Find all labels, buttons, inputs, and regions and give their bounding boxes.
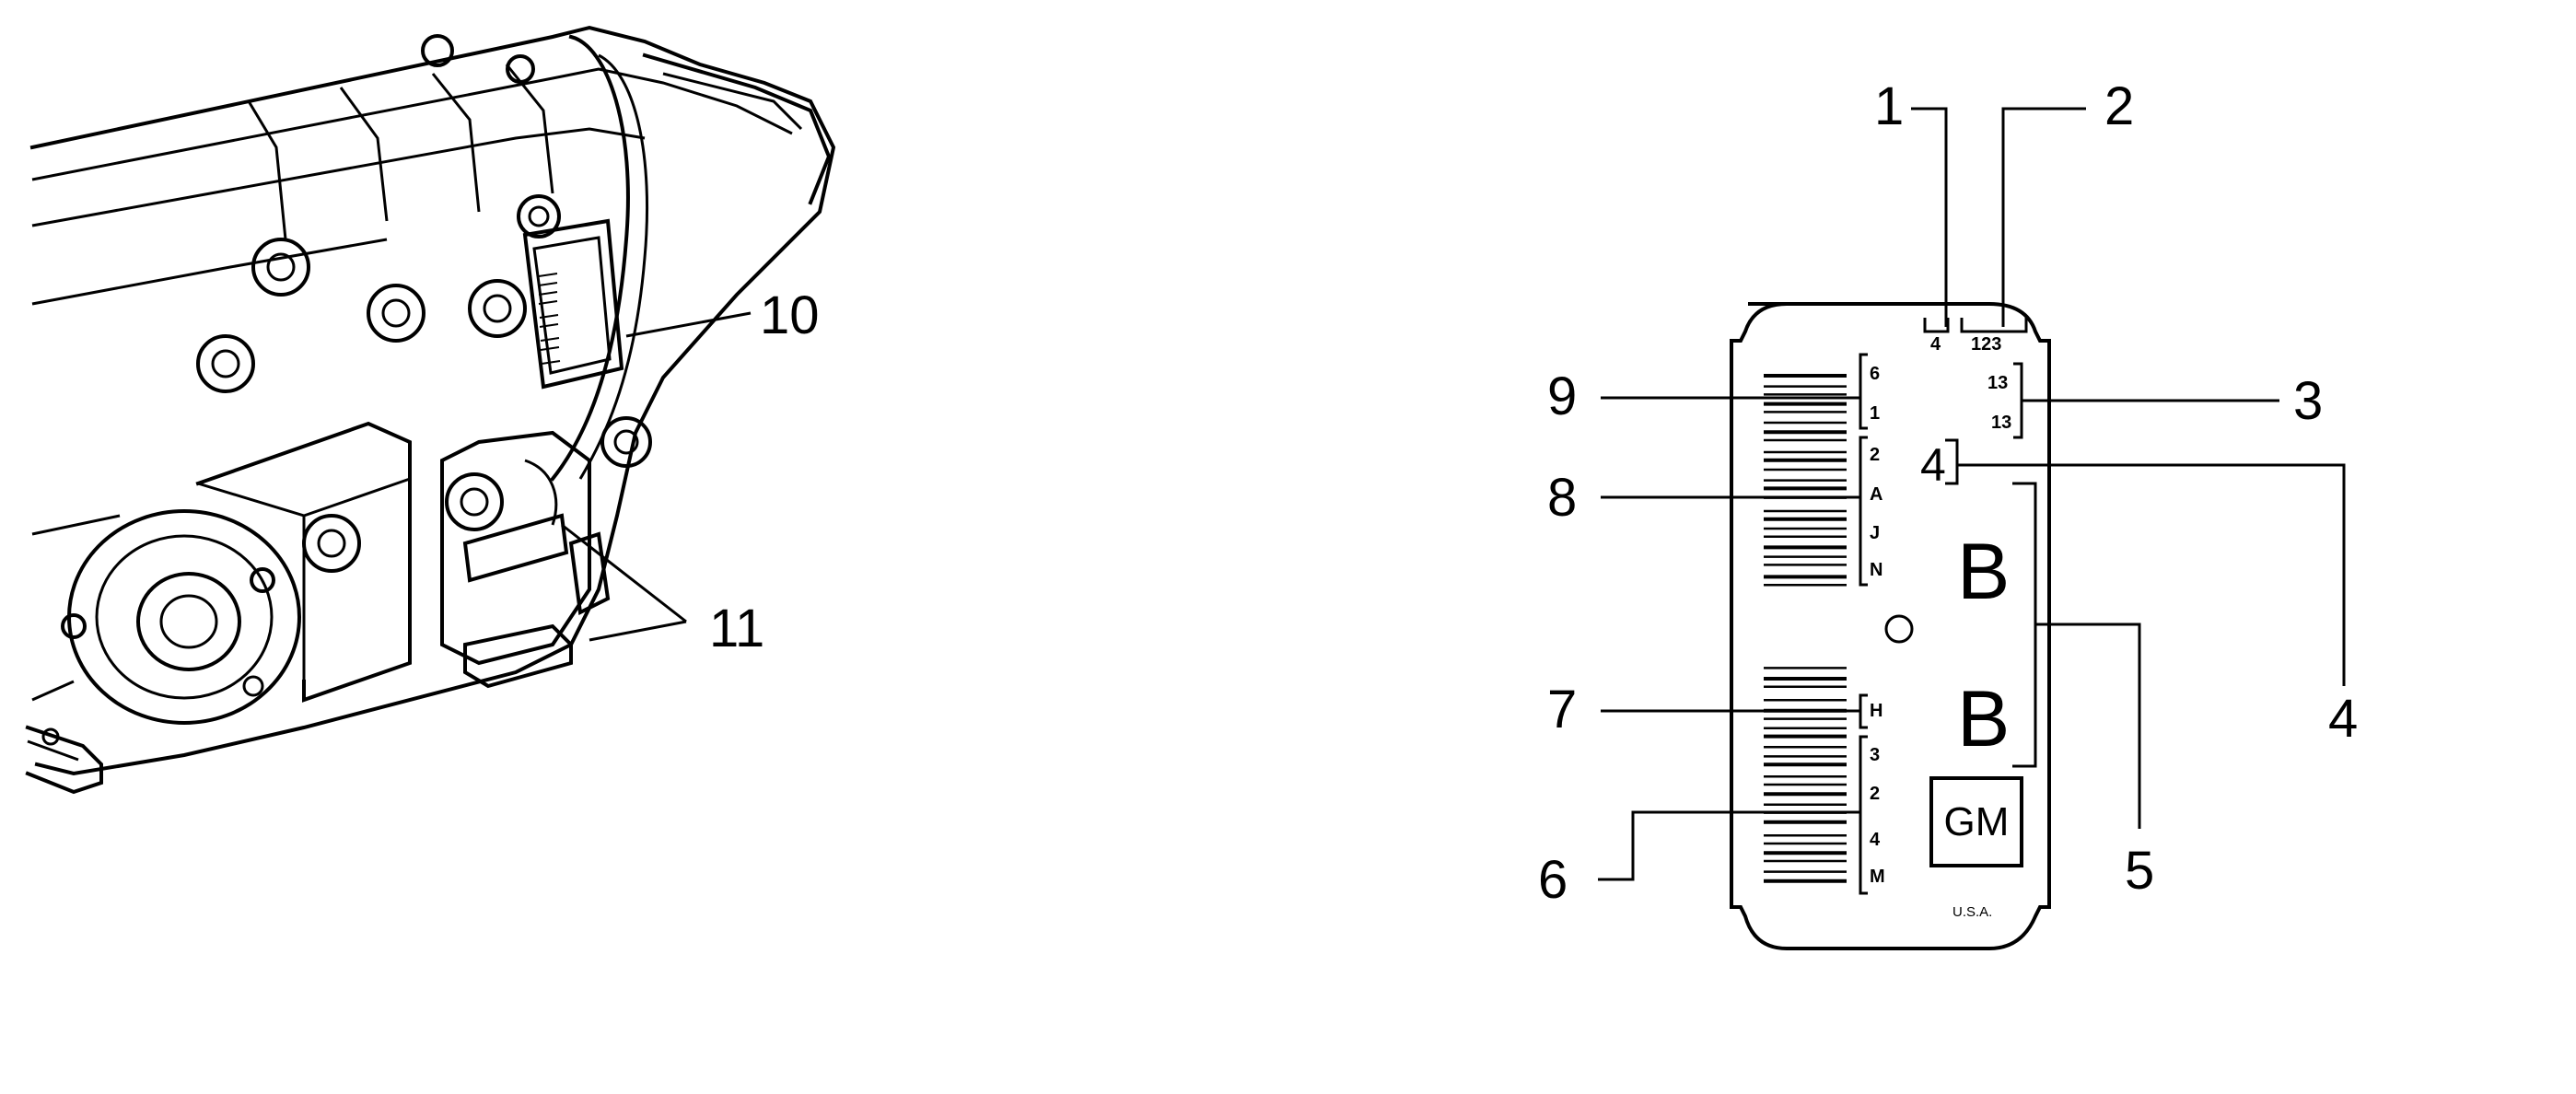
code-2b: 2 [1870, 784, 1880, 804]
callout-4: 4 [1957, 463, 2358, 749]
code-6: 6 [1870, 364, 1880, 384]
code-M: M [1870, 867, 1885, 887]
code-3: 3 [1870, 745, 1880, 765]
code-13a: 13 [1987, 373, 2008, 393]
label-hole [1884, 614, 1914, 644]
label-top-right: 123 [1971, 334, 2001, 355]
callout-7: 7 [1547, 680, 1860, 739]
code-J: J [1870, 523, 1880, 543]
code-4: 4 [1870, 830, 1881, 850]
code-13b: 13 [1991, 413, 2011, 433]
letter-b-upper: B [1957, 528, 2010, 616]
callout-10-text: 10 [760, 285, 820, 345]
callout-11: 11 [561, 523, 764, 658]
callout-3-text: 3 [2293, 371, 2323, 431]
gm-logo: GM [1944, 799, 2010, 844]
callout-9: 9 [1547, 367, 1860, 426]
gm-logo-box [1929, 776, 2023, 867]
code-H: H [1870, 701, 1882, 721]
code-1: 1 [1870, 403, 1880, 424]
callout-6-text: 6 [1538, 850, 1568, 910]
callout-4-text: 4 [2328, 689, 2358, 749]
code-N: N [1870, 560, 1882, 580]
callout-1-text: 1 [1874, 76, 1904, 136]
bolt-bosses [196, 34, 652, 573]
code-A: A [1870, 484, 1882, 505]
callout-2: 2 [2001, 76, 2134, 327]
transmission-illustration [25, 25, 836, 795]
barcode-strip [1764, 374, 1847, 883]
transmission-id-label: 4 123 6 1 2 A J N H 3 2 4 M 13 13 4 B B [1730, 301, 2051, 950]
callout-7-text: 7 [1547, 680, 1577, 739]
callout-9-text: 9 [1547, 367, 1577, 426]
origin-text: U.S.A. [1952, 904, 1992, 920]
callout-11-text: 11 [709, 599, 764, 658]
code-2: 2 [1870, 445, 1880, 465]
callout-10: 10 [625, 285, 820, 345]
callout-2-text: 2 [2104, 76, 2134, 136]
code-4-large: 4 [1920, 439, 1946, 491]
callout-8-text: 8 [1547, 468, 1577, 528]
callout-8: 8 [1547, 468, 1860, 528]
callout-6: 6 [1538, 810, 1860, 910]
letter-b-lower: B [1957, 675, 2010, 763]
callout-1: 1 [1874, 76, 1948, 327]
callout-5: 5 [2035, 623, 2154, 901]
label-top-left: 4 [1930, 334, 1941, 355]
left-column-codes: 6 1 2 A J N H 3 2 4 M [1870, 364, 1885, 887]
callout-3: 3 [2022, 371, 2323, 431]
callout-5-text: 5 [2125, 841, 2154, 901]
